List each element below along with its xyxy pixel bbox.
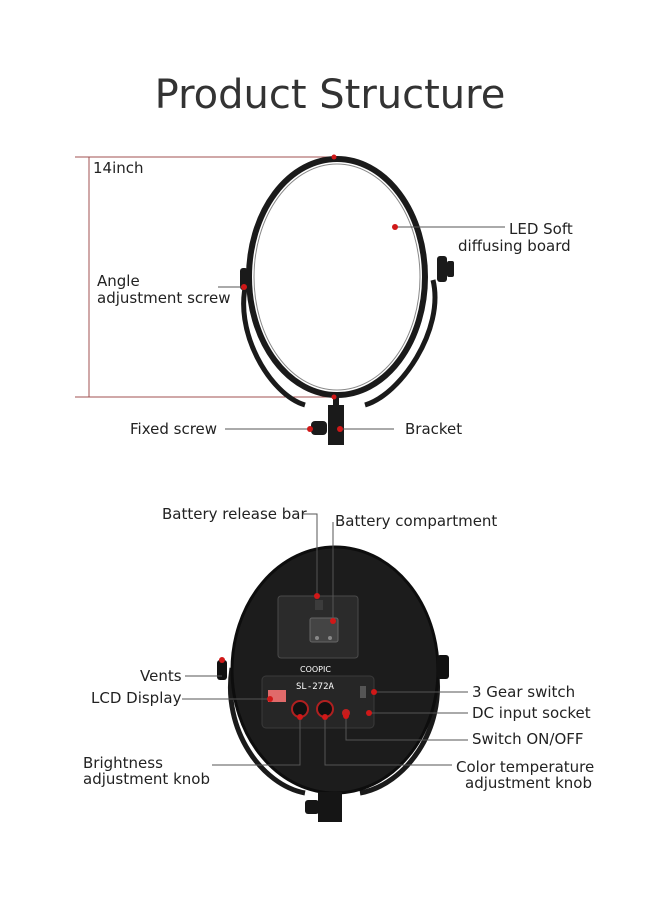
back-stand-mount [318, 792, 342, 822]
dot-led-board [392, 224, 398, 230]
brightness-label-line1: Brightness [83, 754, 163, 772]
angle-screw-knob [240, 268, 248, 290]
fixed-screw-label: Fixed screw [130, 420, 218, 438]
angle-screw-label-line1: Angle [97, 272, 140, 290]
battery-release-label: Battery release bar [162, 505, 307, 523]
dot-color-temp [322, 714, 328, 720]
color-temp-label-line2: adjustment knob [465, 774, 592, 792]
dot-brightness [297, 714, 303, 720]
vents-label: Vents [140, 667, 182, 685]
fixed-screw-knob [311, 421, 327, 435]
leader-brightness [212, 717, 301, 766]
dot-lcd [267, 696, 273, 702]
back-knob-right [437, 655, 449, 679]
yoke-bracket [241, 279, 438, 408]
switch-onoff-label: Switch ON/OFF [472, 730, 584, 748]
leader-switch-onoff [345, 716, 468, 741]
brand-label: COOPIC [300, 665, 331, 674]
stand-mount [328, 405, 344, 445]
led-diffuser-edge [253, 163, 421, 391]
lcd-display-label: LCD Display [91, 689, 182, 707]
dot-vents [219, 657, 225, 663]
brightness-label-line2: adjustment knob [83, 770, 210, 788]
gear-switch-label: 3 Gear switch [472, 683, 576, 701]
leader-color-temp [324, 717, 452, 766]
color-temp-label-line1: Color temperature [456, 758, 595, 776]
back-view [182, 513, 468, 822]
dot-gear-switch [371, 689, 377, 695]
dot-dc-input [366, 710, 372, 716]
battery-compartment-label: Battery compartment [335, 512, 498, 530]
led-panel-frame [246, 156, 428, 398]
page-title: Product Structure [154, 72, 506, 118]
back-panel [230, 545, 440, 795]
dot-fixed-screw [307, 426, 313, 432]
leader-battery-release [303, 513, 318, 596]
back-knob-left [217, 660, 227, 680]
size-label: 14inch [93, 159, 144, 177]
dot-switch-onoff [343, 713, 349, 719]
angle-screw-label-line2: adjustment screw [97, 289, 231, 307]
side-knob-right [437, 256, 447, 282]
model-label: SL-272A [296, 682, 335, 692]
dot-angle-screw [241, 284, 247, 290]
dot-bottom [331, 394, 337, 400]
dot-battery-release [314, 593, 320, 599]
front-view [75, 154, 505, 445]
led-board-label-line1: LED Soft [509, 220, 573, 238]
dc-input-label: DC input socket [472, 704, 591, 722]
dot-battery-compartment [330, 618, 336, 624]
dot-top [331, 154, 337, 160]
dot-bracket [337, 426, 343, 432]
bracket-label: Bracket [405, 420, 463, 438]
led-board-label-line2: diffusing board [458, 237, 571, 255]
